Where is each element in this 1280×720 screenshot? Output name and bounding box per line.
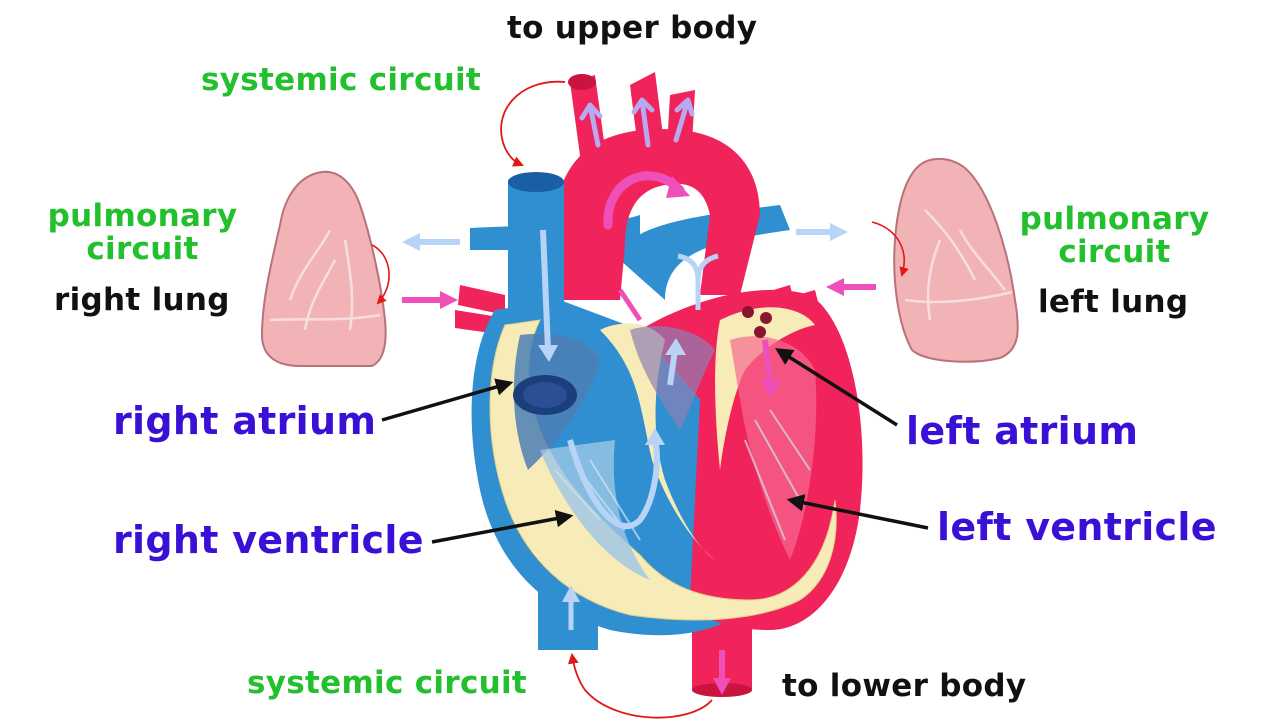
systemic-circuit-bottom-label: systemic circuit [247,665,528,701]
pulmonary-left-line2: circuit [86,230,199,267]
pulmonary-left-line1: pulmonary [47,198,238,234]
systemic-flow-arrows [500,80,713,719]
pulmonary-circuit-right-label: pulmonary circuit [1012,203,1217,268]
upper-body-label: to upper body [507,10,758,46]
pulmonary-right-line2: circuit [1058,233,1171,270]
left-lung [871,157,1019,363]
pulmonary-right-line1: pulmonary [1019,201,1210,237]
heart-body [471,289,863,636]
blood-flow-arrows [402,97,876,695]
lower-body-label: to lower body [782,668,1027,704]
pointer-lines [381,348,929,544]
right-lung [260,170,390,367]
right-atrium-label: right atrium [113,399,377,443]
pulmonary-circuit-left-label: pulmonary circuit [40,200,245,265]
left-ventricle-label: left ventricle [937,505,1217,549]
right-ventricle-label: right ventricle [113,518,424,562]
left-lung-label: left lung [1038,284,1189,320]
left-atrium-label: left atrium [906,409,1139,453]
right-lung-label: right lung [54,282,230,318]
systemic-circuit-top-label: systemic circuit [201,62,482,98]
